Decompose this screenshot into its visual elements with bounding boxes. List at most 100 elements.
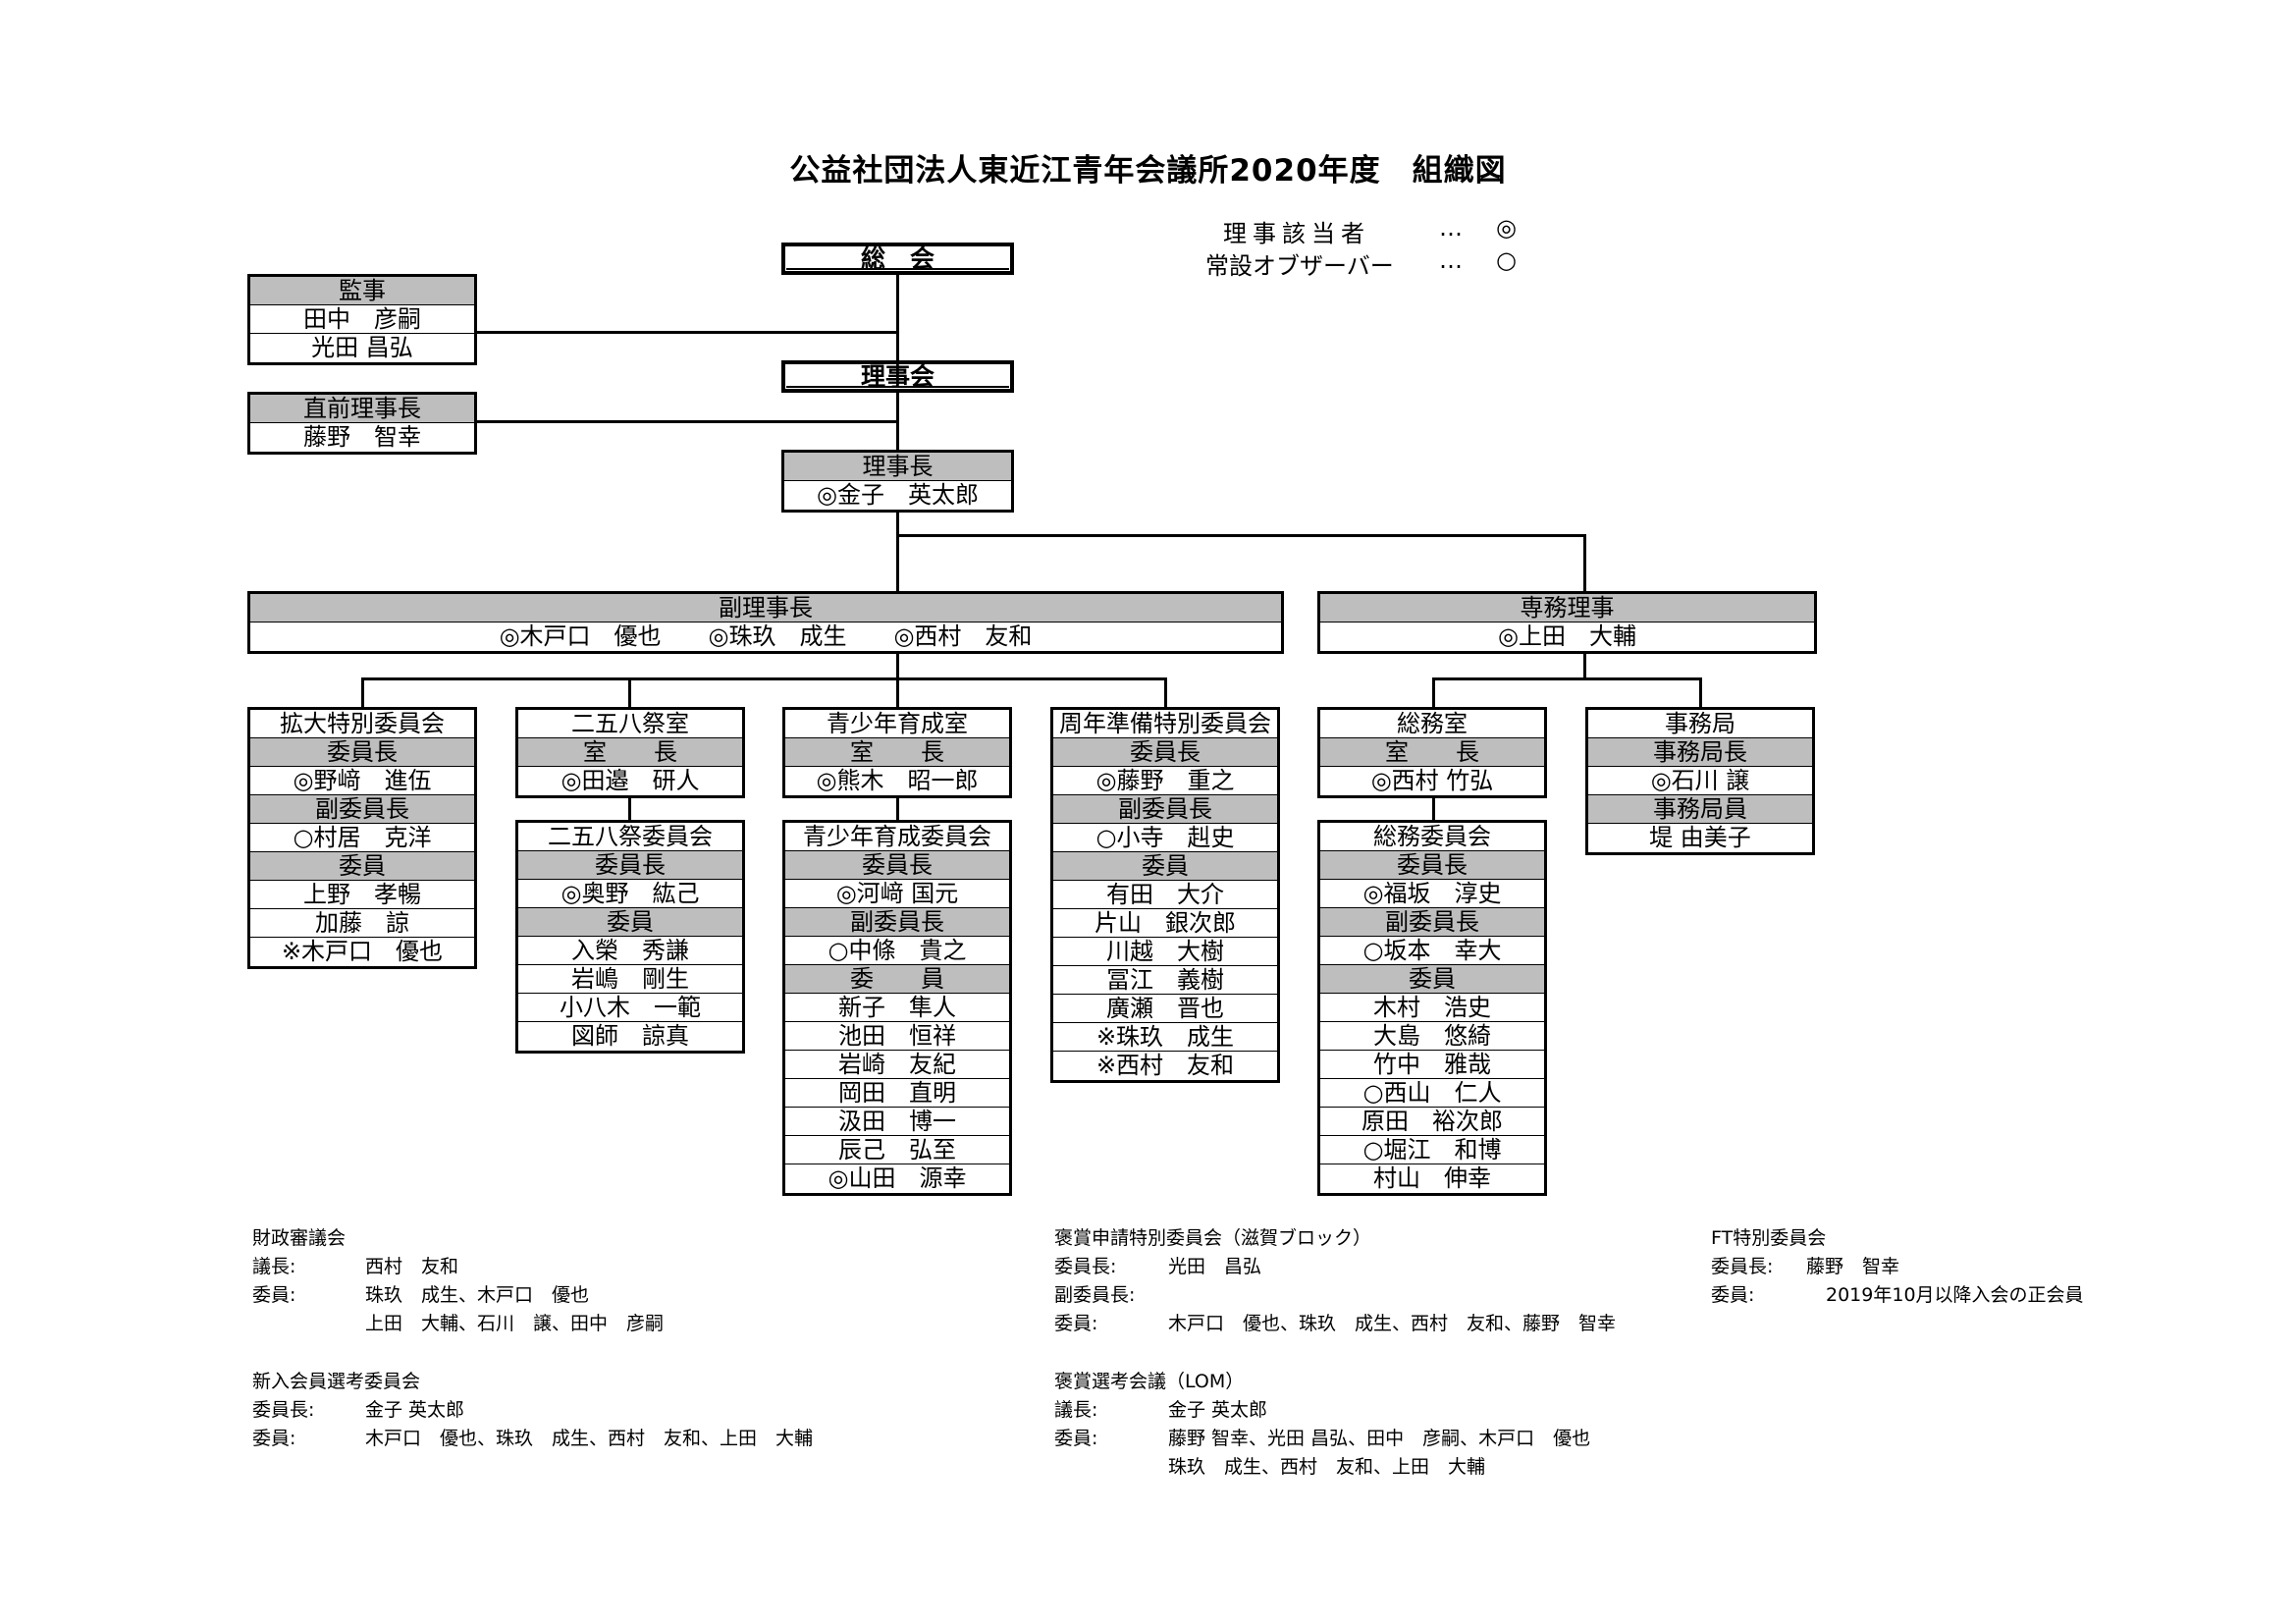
role-header: 委員 (1053, 852, 1277, 881)
member-name: 加藤 諒 (250, 909, 474, 938)
connector-line (1432, 677, 1701, 680)
member-name: ※珠玖 成生 (1053, 1023, 1277, 1052)
note-label: 委員: (1711, 1284, 1755, 1306)
role-header: 委員長 (785, 851, 1009, 880)
member-name: ※西村 友和 (1095, 1052, 1235, 1079)
note-label: 委員: (252, 1428, 296, 1449)
note-finance-title: 財政審議会 (252, 1227, 347, 1249)
connector-line (896, 794, 899, 822)
unit-title: 青少年育成室 (785, 710, 1009, 738)
member-name: 新子 隼人 (785, 994, 1009, 1022)
unit-title: 青少年育成委員会 (785, 823, 1009, 851)
member-name: 岩崎 友紀 (785, 1051, 1009, 1079)
nigoya-committee-box: 二五八祭委員会委員長◎奥野 紘己委員入榮 秀謙岩嶋 剛生小八木 一範図師 諒真 (515, 820, 745, 1054)
unit-title: 総務室 (1320, 710, 1544, 738)
member-name: ◎河﨑 国元 (785, 880, 1009, 908)
member-name: ◎西村 竹弘 (1370, 767, 1494, 794)
legend-observer-label: 常設オブザーバー (1205, 252, 1394, 280)
connector-line (896, 507, 899, 593)
member-name: 小八木 一範 (518, 994, 742, 1022)
past-president-header: 直前理事長 (250, 395, 474, 423)
role-header: 事務局員 (1588, 795, 1812, 824)
executive-director-header: 専務理事 (1320, 594, 1814, 623)
connector-line (628, 794, 631, 822)
connector-line (628, 677, 631, 709)
role-header: 室 長 (518, 738, 742, 767)
role-header: 委員長 (518, 851, 742, 880)
member-name: 村山 伸幸 (1373, 1164, 1491, 1192)
legend-director-dots: … (1439, 214, 1463, 242)
note-label: 議長: (252, 1256, 296, 1277)
note-newmember-title: 新入会員選考委員会 (252, 1371, 421, 1392)
note-ft-title: FT特別委員会 (1711, 1227, 1827, 1249)
president-box: 理事長 ◎金子 英太郎 (781, 450, 1014, 513)
executive-director-box: 専務理事 ◎上田 大輔 (1317, 591, 1817, 654)
note-value: 木戸口 優也、珠玖 成生、西村 友和、上田 大輔 (365, 1428, 814, 1449)
connector-line (475, 420, 898, 423)
member-name: ○中條 貴之 (785, 937, 1009, 965)
role-header: 委員 (518, 908, 742, 937)
president-header: 理事長 (784, 453, 1011, 481)
secretariat-box: 事務局事務局長◎石川 譲事務局員堤 由美子 (1585, 707, 1815, 855)
unit-title: 周年準備特別委員会 (1053, 710, 1277, 738)
member-name: 辰己 弘至 (785, 1136, 1009, 1164)
auditor-member: 田中 彦嗣 (250, 305, 474, 334)
connector-line (896, 534, 1585, 537)
note-value: 金子 英太郎 (365, 1399, 465, 1421)
unit-title: 事務局 (1588, 710, 1812, 738)
member-name: 池田 恒祥 (785, 1022, 1009, 1051)
member-name: 川越 大樹 (1053, 938, 1277, 966)
past-president-box: 直前理事長 藤野 智幸 (247, 392, 477, 455)
role-header: 委員 (250, 852, 474, 881)
connector-line (896, 651, 899, 678)
note-award-selection-title: 褒賞選考会議（LOM） (1054, 1371, 1245, 1392)
note-value: 上田 大輔、石川 譲、田中 彦嗣 (365, 1313, 665, 1334)
executive-director-member: ◎上田 大輔 (1498, 623, 1636, 650)
member-name: 片山 銀次郎 (1053, 909, 1277, 938)
connector-line (1164, 677, 1167, 709)
member-name: ○村居 克洋 (250, 824, 474, 852)
role-header: 室 長 (785, 738, 1009, 767)
note-value: 藤野 智幸 (1806, 1256, 1900, 1277)
president-member: ◎金子 英太郎 (817, 481, 979, 509)
member-name: ○西山 仁人 (1320, 1079, 1544, 1108)
connector-line (361, 677, 1166, 680)
legend-observer-symbol: ○ (1496, 246, 1517, 274)
board-meeting-box: 理事会 (781, 360, 1014, 393)
member-name: ◎田邉 研人 (561, 767, 700, 794)
anniversary-committee-box: 周年準備特別委員会委員長◎藤野 重之副委員長○小寺 赳史委員有田 大介片山 銀次… (1050, 707, 1280, 1083)
legend-director-symbol: ◎ (1496, 214, 1517, 242)
note-label: 委員: (1054, 1313, 1098, 1334)
note-label: 委員: (1054, 1428, 1098, 1449)
member-name: 原田 裕次郎 (1320, 1108, 1544, 1136)
note-value: 珠玖 成生、木戸口 優也 (365, 1284, 590, 1306)
unit-title: 総務委員会 (1320, 823, 1544, 851)
connector-line (475, 331, 898, 334)
role-header: 委員 (1320, 965, 1544, 994)
connector-line (361, 677, 364, 709)
member-name: ○堀江 和博 (1320, 1136, 1544, 1164)
expansion-committee-box: 拡大特別委員会委員長◎野﨑 進伍副委員長○村居 克洋委員上野 孝暢加藤 諒※木戸… (247, 707, 477, 969)
connector-line (1432, 794, 1435, 822)
youth-office-box: 青少年育成室室 長◎熊木 昭一郎 (782, 707, 1012, 798)
member-name: 大島 悠綺 (1320, 1022, 1544, 1051)
note-value: 2019年10月以降入会の正会員 (1826, 1284, 2084, 1306)
role-header: 副委員長 (1053, 795, 1277, 824)
general-assembly-box: 総 会 (781, 243, 1014, 275)
role-header: 副委員長 (785, 908, 1009, 937)
unit-title: 二五八祭委員会 (518, 823, 742, 851)
note-label: 委員長: (252, 1399, 315, 1421)
member-name: 廣瀬 晋也 (1053, 995, 1277, 1023)
connector-line (1432, 677, 1435, 709)
connector-line (1583, 534, 1586, 593)
member-name: 有田 大介 (1053, 881, 1277, 909)
note-label: 委員長: (1711, 1256, 1774, 1277)
note-label: 委員: (252, 1284, 296, 1306)
connector-line (896, 275, 899, 363)
general-affairs-committee-box: 総務委員会委員長◎福坂 淳史副委員長○坂本 幸大委員木村 浩史大島 悠綺竹中 雅… (1317, 820, 1547, 1196)
note-value: 金子 英太郎 (1168, 1399, 1268, 1421)
vice-president-members: ◎木戸口 優也 ◎珠玖 成生 ◎西村 友和 (499, 623, 1033, 650)
member-name: ◎山田 源幸 (828, 1164, 967, 1192)
member-name: 上野 孝暢 (250, 881, 474, 909)
